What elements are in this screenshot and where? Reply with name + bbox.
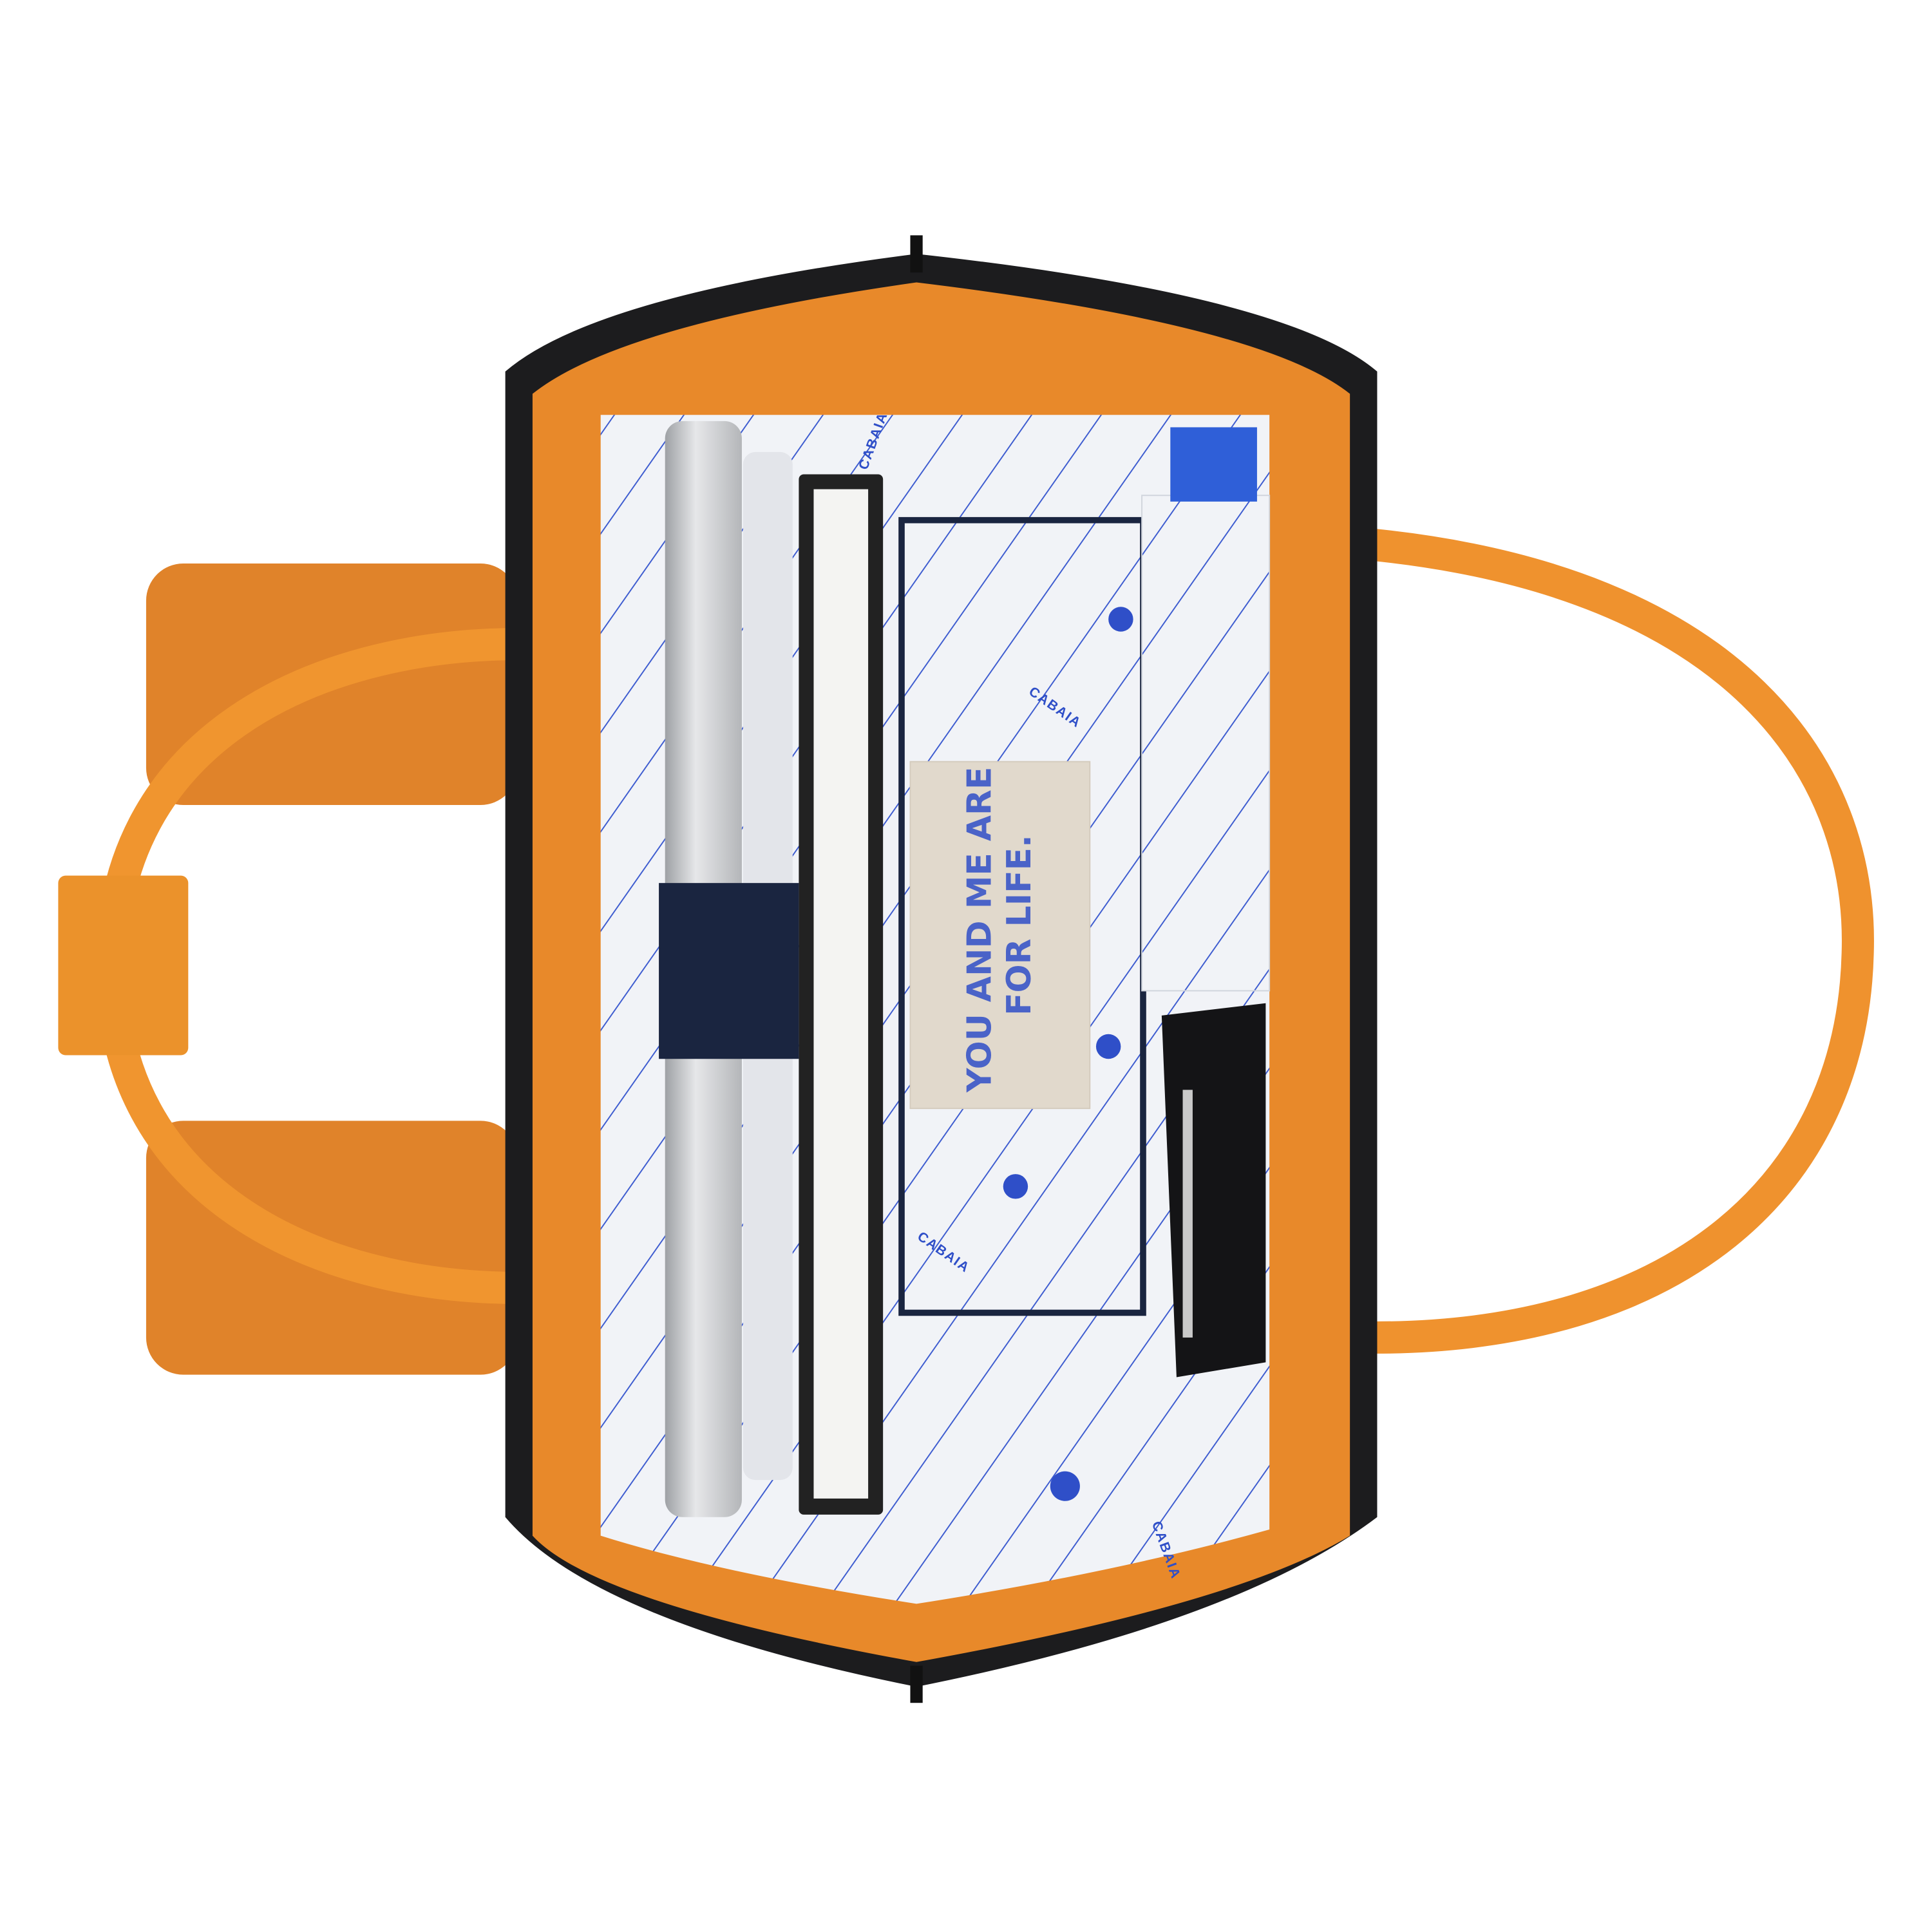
right-handle: [1373, 529, 1874, 1354]
side-pocket: [1141, 495, 1271, 992]
wallet-zipper: [1182, 1090, 1193, 1338]
globe-logo: [1050, 1471, 1080, 1501]
notebook-pages: [813, 489, 869, 1499]
label-line-2: FOR LIFE.: [1000, 835, 1039, 1016]
globe-logo: [1003, 1174, 1028, 1199]
brand-label: YOU AND ME ARE FOR LIFE.: [909, 761, 1091, 1110]
zipper-pull-bottom: [910, 1665, 923, 1703]
elastic-band: [659, 883, 799, 1059]
label-line-1: YOU AND ME ARE: [960, 767, 999, 1094]
globe-logo: [1108, 607, 1133, 632]
key-clip: [1170, 427, 1257, 502]
handle-tab: [58, 875, 189, 1056]
wallet: [1161, 1003, 1266, 1378]
zipper-pull-top: [910, 235, 923, 273]
globe-logo: [1095, 1034, 1121, 1059]
